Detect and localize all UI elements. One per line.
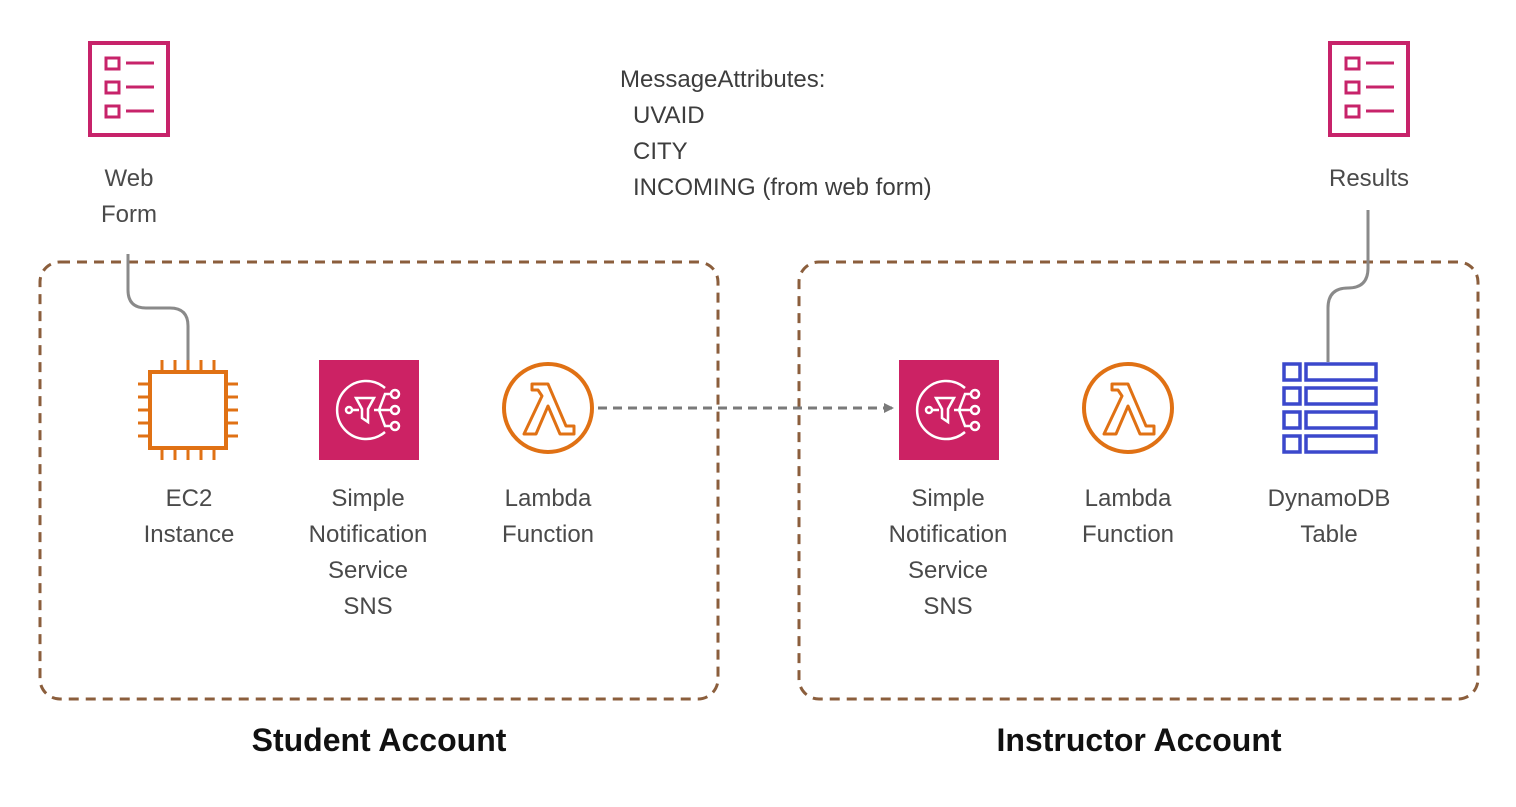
message-attributes: MessageAttributes: UVAID CITY INCOMING (… (620, 62, 932, 206)
ec2-instance-label: EC2 Instance (143, 485, 235, 548)
dynamodb-table-label: DynamoDB Table (1267, 485, 1391, 548)
lambda-icon (502, 362, 594, 454)
dynamodb-table-icon (1282, 362, 1378, 454)
message-attribute-uvaid: UVAID (633, 102, 705, 129)
message-attributes-heading: MessageAttributes: (620, 66, 826, 93)
student-sns-label: Simple Notification Service SNS (308, 485, 428, 620)
form-icon (1328, 41, 1410, 137)
instructor-account-boundary (797, 260, 1480, 701)
form-icon (88, 41, 170, 137)
results-label: Results (1328, 165, 1410, 192)
webform-to-ec2-connector (126, 254, 190, 360)
message-attribute-incoming: INCOMING (from web form) (633, 174, 932, 201)
sns-icon (319, 360, 419, 460)
instructor-sns-label: Simple Notification Service SNS (888, 485, 1008, 620)
lambda-icon (1082, 362, 1174, 454)
message-attribute-city: CITY (633, 138, 688, 165)
instructor-lambda-label: Lambda Function (1081, 485, 1175, 548)
sns-icon (899, 360, 999, 460)
ec2-instance-icon (138, 360, 238, 460)
instructor-account-title: Instructor Account (996, 722, 1282, 758)
student-account-title: Student Account (251, 722, 507, 758)
student-account-boundary (38, 260, 720, 701)
web-form-label: Web Form (101, 165, 157, 228)
student-lambda-label: Lambda Function (501, 485, 595, 548)
results-to-dynamodb-connector (1326, 210, 1370, 362)
